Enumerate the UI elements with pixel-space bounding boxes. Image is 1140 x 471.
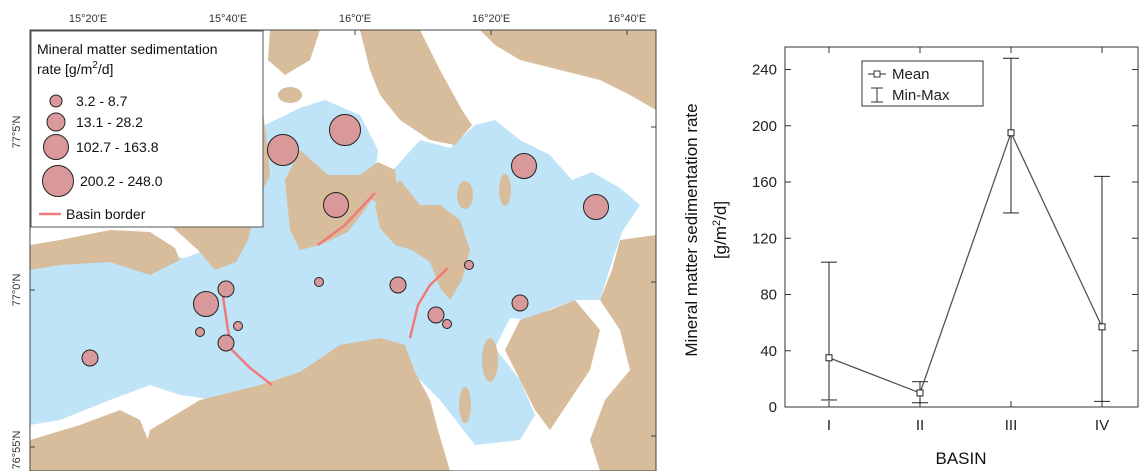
- y-tick-label: 240: [752, 62, 777, 79]
- island: [499, 174, 511, 206]
- basin-border-line: [408, 267, 449, 339]
- legend-marker-class-2: [46, 112, 66, 132]
- mean-line: [828, 131, 1103, 394]
- lon-tick-label: 15°40'E: [209, 13, 247, 25]
- island: [457, 181, 473, 209]
- land-west: [30, 230, 180, 275]
- map-legend-title-line1: Mineral matter sedimentation: [37, 41, 218, 57]
- station-marker: [217, 334, 235, 352]
- lon-tick-label: 16°40'E: [608, 13, 646, 25]
- lat-tick-label: 77°5'N: [11, 116, 23, 149]
- island: [459, 387, 471, 423]
- mean-point: [1098, 323, 1106, 331]
- y-axis-title-line1: Mineral matter sedimentation rate: [682, 103, 701, 356]
- island: [604, 404, 616, 436]
- map-border: [29, 29, 657, 471]
- mean-points: [825, 129, 1106, 397]
- station-markers: [81, 114, 609, 367]
- lat-tick-label: 77°0'N: [11, 274, 23, 307]
- station-marker: [217, 280, 235, 298]
- lon-tick-label: 16°0'E: [339, 13, 371, 25]
- map-legend-title-line2: rate [g/m2/d]: [37, 60, 113, 77]
- y-tick-label: 40: [760, 343, 777, 360]
- station-marker: [583, 194, 609, 220]
- mean-point: [1007, 129, 1015, 137]
- legend-marker-class-3: [43, 134, 69, 160]
- legend-class-label: 3.2 - 8.7: [76, 93, 128, 109]
- station-marker: [389, 276, 407, 294]
- station-marker: [427, 306, 445, 324]
- map-legend-box: [30, 30, 264, 228]
- legend-class-label: 13.1 - 28.2: [76, 114, 143, 130]
- x-tick-label: I: [827, 417, 831, 434]
- y-axis-ticks: 0 40 80 120 160 200 240: [752, 62, 1138, 416]
- station-marker: [267, 134, 299, 166]
- land-south: [140, 338, 450, 471]
- land-northeast: [480, 30, 656, 110]
- plot-frame: [784, 46, 1139, 408]
- lon-tick-label: 16°20'E: [472, 13, 510, 25]
- station-marker: [195, 327, 205, 337]
- basin-border-line: [220, 289, 273, 386]
- legend-minmax-label: Min-Max: [892, 87, 950, 104]
- basin-borders: [220, 192, 449, 386]
- station-marker: [464, 260, 474, 270]
- y-tick-label: 0: [769, 399, 777, 416]
- station-marker: [442, 319, 452, 329]
- island: [632, 276, 648, 324]
- station-marker: [314, 277, 324, 287]
- y-tick-label: 160: [752, 174, 777, 191]
- y-tick-label: 80: [760, 287, 777, 304]
- chart-legend-box: [861, 60, 984, 107]
- legend-mean-marker: [873, 70, 881, 78]
- legend-marker-class-1: [49, 94, 63, 108]
- legend-marker-class-4: [42, 165, 74, 197]
- map-legend: Mineral matter sedimentation rate [g/m2/…: [30, 30, 264, 228]
- mean-point: [825, 354, 833, 362]
- x-tick-label: II: [916, 417, 924, 434]
- land-northwest-corner: [268, 30, 320, 75]
- y-tick-label: 120: [752, 230, 777, 247]
- y-tick-label: 200: [752, 118, 777, 135]
- land-southwest: [30, 410, 150, 471]
- station-marker: [193, 291, 219, 317]
- station-marker: [329, 114, 361, 146]
- lon-tick-label: 15°20'E: [69, 13, 107, 25]
- basin-border-line: [317, 192, 376, 247]
- station-marker: [511, 294, 529, 312]
- legend-class-label: 200.2 - 248.0: [80, 173, 163, 189]
- island: [482, 338, 498, 382]
- lat-tick-label: 76°55'N: [11, 430, 23, 469]
- chart-legend: Mean Min-Max: [861, 60, 984, 107]
- x-tick-label: IV: [1095, 417, 1109, 434]
- min-max-error-bars: [821, 57, 1110, 404]
- station-marker: [81, 349, 99, 367]
- legend-class-label: 102.7 - 163.8: [76, 139, 159, 155]
- mean-point: [916, 389, 924, 397]
- land-north: [360, 30, 472, 145]
- station-marker: [511, 153, 537, 179]
- legend-basin-border-label: Basin border: [66, 206, 146, 222]
- island: [278, 87, 302, 103]
- station-marker: [323, 192, 349, 218]
- station-marker: [233, 321, 243, 331]
- x-tick-label: III: [1005, 417, 1018, 434]
- x-axis-title: BASIN: [935, 449, 986, 468]
- legend-mean-label: Mean: [892, 66, 930, 83]
- y-axis-title-line2: [g/m2/d]: [711, 201, 730, 259]
- land-southeast: [505, 300, 600, 430]
- map-panel: 15°20'E 15°40'E 16°0'E 16°20'E 16°40'E 7…: [11, 13, 657, 471]
